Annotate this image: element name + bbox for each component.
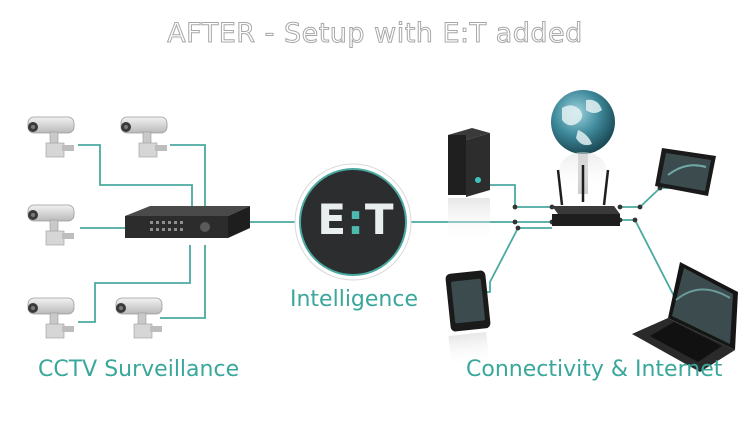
cctv-camera-icon — [27, 116, 75, 158]
connectivity-internet-label: Connectivity & Internet — [466, 357, 723, 382]
smartphone-icon — [445, 270, 491, 368]
cctv-camera-icon — [115, 297, 163, 339]
cctv-camera-icon — [27, 204, 75, 246]
dvr-recorder-icon — [125, 206, 250, 238]
laptop-icon — [632, 262, 738, 372]
cctv-camera-icon — [27, 297, 75, 339]
page-title: AFTER - Setup with E:T added — [167, 18, 583, 50]
cctv-camera-icon — [120, 116, 168, 158]
et-logo-icon — [294, 163, 412, 281]
et-logo-e: E — [317, 195, 348, 244]
et-logo-colon: : — [347, 195, 365, 244]
pc-tower-icon — [448, 128, 490, 243]
intelligence-label: Intelligence — [290, 287, 419, 312]
cctv-surveillance-label: CCTV Surveillance — [38, 357, 240, 382]
connection-dots — [512, 185, 678, 301]
cctv-connection-lines — [78, 144, 296, 323]
wifi-router-icon — [552, 165, 620, 226]
tablet-icon — [655, 148, 716, 196]
et-logo-text: E:T — [306, 195, 406, 244]
et-logo-t: T — [364, 195, 395, 244]
